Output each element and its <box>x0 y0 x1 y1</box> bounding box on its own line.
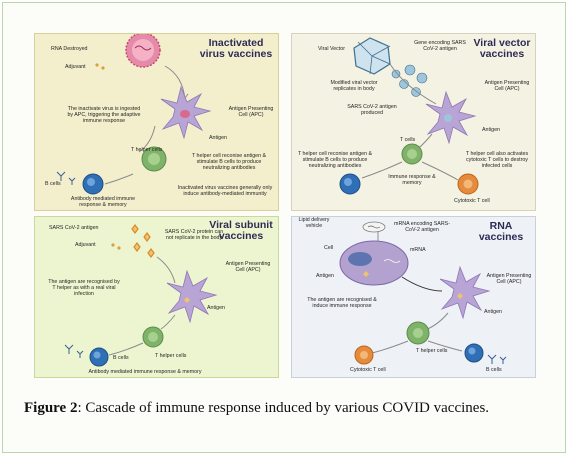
label-cytotoxic: Cytotoxic T cell <box>454 198 490 204</box>
label-antibody-response: Antibody mediated immune response & memo… <box>88 369 202 375</box>
sars-antigen-icon <box>131 224 155 258</box>
apc-cell-icon <box>439 265 491 320</box>
arrow-apc-to-thelper <box>138 125 156 153</box>
label-protein-no-replicate: SARS CoV-2 protein can not replicate in … <box>164 229 224 241</box>
t-helper-cell-icon <box>142 326 164 348</box>
panel-viral-subunit: Viral subunit vaccines SARS CoV-2 antige… <box>34 216 279 378</box>
label-antigen: Antigen <box>482 127 500 133</box>
b-cell-icon <box>339 173 361 195</box>
figure: Inactivated virus vaccines RNA Destroyed… <box>2 2 566 453</box>
lipid-vehicle-icon <box>362 221 386 233</box>
label-apc: Antigen Presenting Cell (APC) <box>225 261 271 273</box>
inactivated-virus-icon <box>125 34 161 68</box>
arrow-thelper-to-bcell <box>108 342 144 356</box>
panel-title: Inactivated virus vaccines <box>199 37 273 60</box>
cytotoxic-t-cell-icon <box>457 173 479 195</box>
label-modified-vector: Modified viral vector replicates in body <box>330 80 378 92</box>
label-t-helper: T helper cells <box>416 348 448 354</box>
label-antigen: Antigen <box>209 135 227 141</box>
arrow-tcell-to-cytotoxic <box>421 161 459 181</box>
label-recognised: The antigen are recognised by T helper a… <box>48 279 120 297</box>
arrow-thelper-to-bcell <box>104 173 134 185</box>
caption-text: Cascade of immune response induced by va… <box>85 400 490 416</box>
b-cell-icon <box>464 343 484 363</box>
b-cell-icon <box>89 347 109 367</box>
label-b-cells: B cells <box>486 367 502 373</box>
label-t-cells: T cells <box>400 137 416 143</box>
label-ingested: The inactivate virus is ingested by APC,… <box>67 106 141 124</box>
replicating-vectors-icon <box>391 64 428 97</box>
adjuvant-dots-icon <box>111 243 121 250</box>
label-t-helper: T helper cells <box>155 353 187 359</box>
label-cell: Cell <box>324 245 334 251</box>
label-t-helper: T helper cells <box>131 147 163 153</box>
panel-viral-vector: Viral vector vaccines Viral Vector Gene … <box>291 33 536 211</box>
label-gene-encoding: Gene encoding SARS CoV-2 antigen <box>414 40 466 52</box>
panel-viral-subunit-art <box>64 224 218 367</box>
antibody-icon <box>64 344 84 358</box>
label-cytotoxic: Cytotoxic T cell <box>350 367 386 373</box>
arrow-thelper-to-cytotoxic <box>371 340 409 354</box>
antibody-icon <box>56 171 76 185</box>
panel-title: RNA vaccines <box>478 220 524 243</box>
arrow-apc-to-thelper <box>160 314 176 330</box>
label-t-helper-recognise: T helper cell reconise antigen & stimula… <box>297 151 373 169</box>
label-b-cells: B cells <box>113 355 129 361</box>
apc-cell-icon <box>166 269 218 324</box>
label-antigen-apc: Antigen <box>484 309 502 315</box>
arrow-vector-to-apc <box>389 63 437 105</box>
arrow-tcell-to-bcell <box>361 161 403 179</box>
label-cytotoxic-activate: T helper cell also activates cytotoxic T… <box>465 151 529 169</box>
label-rna-destroyed: RNA Destroyed <box>51 46 88 52</box>
label-immune-memory: Immune response & memory <box>388 174 436 186</box>
antibody-icon <box>487 354 507 364</box>
cytotoxic-t-cell-icon <box>354 345 374 365</box>
panel-title: Viral subunit vaccines <box>209 219 273 242</box>
panel-inactivated-art <box>56 34 212 195</box>
label-apc: Antigen Presenting Cell (APC) <box>484 80 530 92</box>
arrow-antigen-to-apc <box>156 256 176 284</box>
label-adjuvant: Adjuvant <box>65 64 86 70</box>
label-antigen: Antigen <box>207 305 225 311</box>
b-cell-icon <box>82 173 104 195</box>
label-sars-antigen: SARS CoV-2 antigen <box>49 225 99 231</box>
caption-label: Figure 2 <box>24 400 78 416</box>
label-viral-vector: Viral Vector <box>318 46 345 52</box>
host-cell-icon <box>339 240 409 286</box>
label-lipid-vehicle: Lipid delivery vehicle <box>298 217 330 229</box>
panel-title: Viral vector vaccines <box>473 37 531 60</box>
panel-inactivated-virus: Inactivated virus vaccines RNA Destroyed… <box>34 33 279 211</box>
viral-vector-icon <box>353 37 391 75</box>
label-antigen-cell: Antigen <box>316 273 334 279</box>
label-inactivated-note: Inactivated virus vaccines generally onl… <box>177 185 273 197</box>
apc-cell-icon <box>425 90 477 145</box>
t-helper-cell-icon <box>406 321 430 345</box>
label-mrna-encoding: mRNA encoding SARS-CoV-2 antigen <box>394 221 450 233</box>
label-antigen-produced: SARS CoV-2 antigen produced <box>347 104 397 116</box>
panel-rna-art <box>339 221 507 365</box>
t-cell-icon <box>401 143 423 165</box>
label-t-helper-recognise: T helper cell reconise antigen & stimula… <box>191 153 267 171</box>
label-recognised: The antigen are recognised & induce immu… <box>307 297 377 309</box>
arrow-thelper-to-bcell <box>427 340 463 352</box>
panel-rna: RNA vaccines Lipid delivery vehicle mRNA… <box>291 216 536 378</box>
label-adjuvant: Adjuvant <box>75 242 96 248</box>
t-helper-cell-icon <box>141 146 167 172</box>
adjuvant-dots-icon <box>95 63 105 70</box>
figure-caption: Figure 2: Cascade of immune response ind… <box>24 397 554 419</box>
label-mrna: mRNA <box>410 247 426 253</box>
label-b-cells: B cells <box>45 181 61 187</box>
label-apc: Antigen Presenting Cell (APC) <box>486 273 532 285</box>
label-antibody-response: Antibody mediated immune response & memo… <box>70 196 136 208</box>
panel-viral-vector-art <box>339 37 479 195</box>
label-apc: Antigen Presenting Cell (APC) <box>228 106 274 118</box>
caption-separator: : <box>77 400 86 416</box>
apc-cell-icon <box>160 85 212 140</box>
arrow-cell-to-apc <box>401 276 443 292</box>
